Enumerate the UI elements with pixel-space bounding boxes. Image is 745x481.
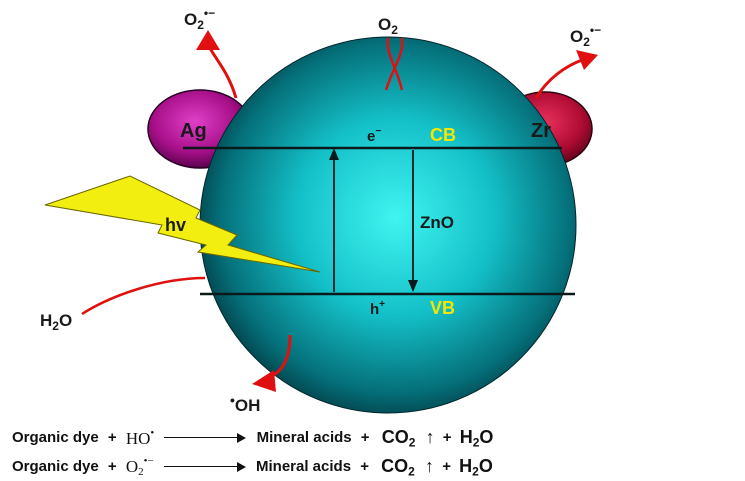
electron-label: e− [367, 126, 381, 145]
equation-superoxide: Organic dye + O2•− Mineral acids + CO2 ↑… [12, 455, 493, 479]
o2-top-line-left [386, 37, 404, 91]
eq2-plus3: + [442, 458, 451, 476]
zr-label: Zr [531, 120, 551, 142]
eq2-plus2: + [360, 458, 369, 476]
h2o-label: H2O [40, 311, 72, 333]
eq1-plus3: + [442, 429, 452, 447]
ag-to-superoxide-arrowhead [196, 30, 220, 50]
eq1-h2o: H2O [459, 426, 494, 450]
eq1-co2: CO2 [381, 426, 416, 450]
o2-superoxide-left-label: O2•− [184, 6, 215, 32]
eq2-h2o: H2O [459, 455, 493, 479]
hole-label: h+ [370, 299, 385, 318]
light-bolt [44, 175, 321, 273]
eq2-reaction-arrow [163, 461, 246, 472]
oh-arrowhead [252, 370, 276, 392]
ag-to-superoxide-arrow [206, 43, 238, 99]
o2-top-line-right [384, 37, 404, 91]
hv-label: hv [165, 215, 186, 235]
zr-to-superoxide-arrowhead [576, 50, 598, 70]
zr-to-superoxide-arrow [534, 58, 583, 99]
eq2-co2: CO2 [381, 455, 415, 479]
o2-top-label: O2 [378, 15, 398, 37]
recombination-down-arrowhead [408, 280, 418, 292]
eq1-gas-up-icon: ↑ [425, 427, 435, 448]
eq1-plus2: + [360, 429, 370, 447]
eq1-plus: + [107, 429, 117, 447]
eq1-reactant: Organic dye [12, 429, 99, 447]
ag-label: Ag [180, 120, 207, 142]
eq2-radical: O2•− [125, 455, 154, 479]
eq2-plus: + [107, 458, 117, 476]
eq1-products: Mineral acids [256, 429, 352, 447]
eq2-gas-up-icon: ↑ [425, 456, 435, 477]
eq1-reaction-arrow [164, 432, 247, 443]
zno-label: ZnO [420, 213, 454, 232]
eq1-radical: HO• [125, 426, 155, 448]
equation-hydroxyl: Organic dye + HO• Mineral acids + CO2 ↑ … [12, 426, 493, 450]
eq2-reactant: Organic dye [12, 458, 99, 476]
eq2-products: Mineral acids [256, 458, 352, 476]
cb-label: CB [430, 125, 456, 145]
vb-label: VB [430, 298, 455, 318]
excitation-up-arrowhead [329, 148, 339, 160]
h2o-line [81, 276, 206, 316]
o2-superoxide-right-label: O2•− [570, 23, 601, 49]
zno-sphere [199, 36, 577, 414]
oh-label: •OH [230, 392, 260, 415]
